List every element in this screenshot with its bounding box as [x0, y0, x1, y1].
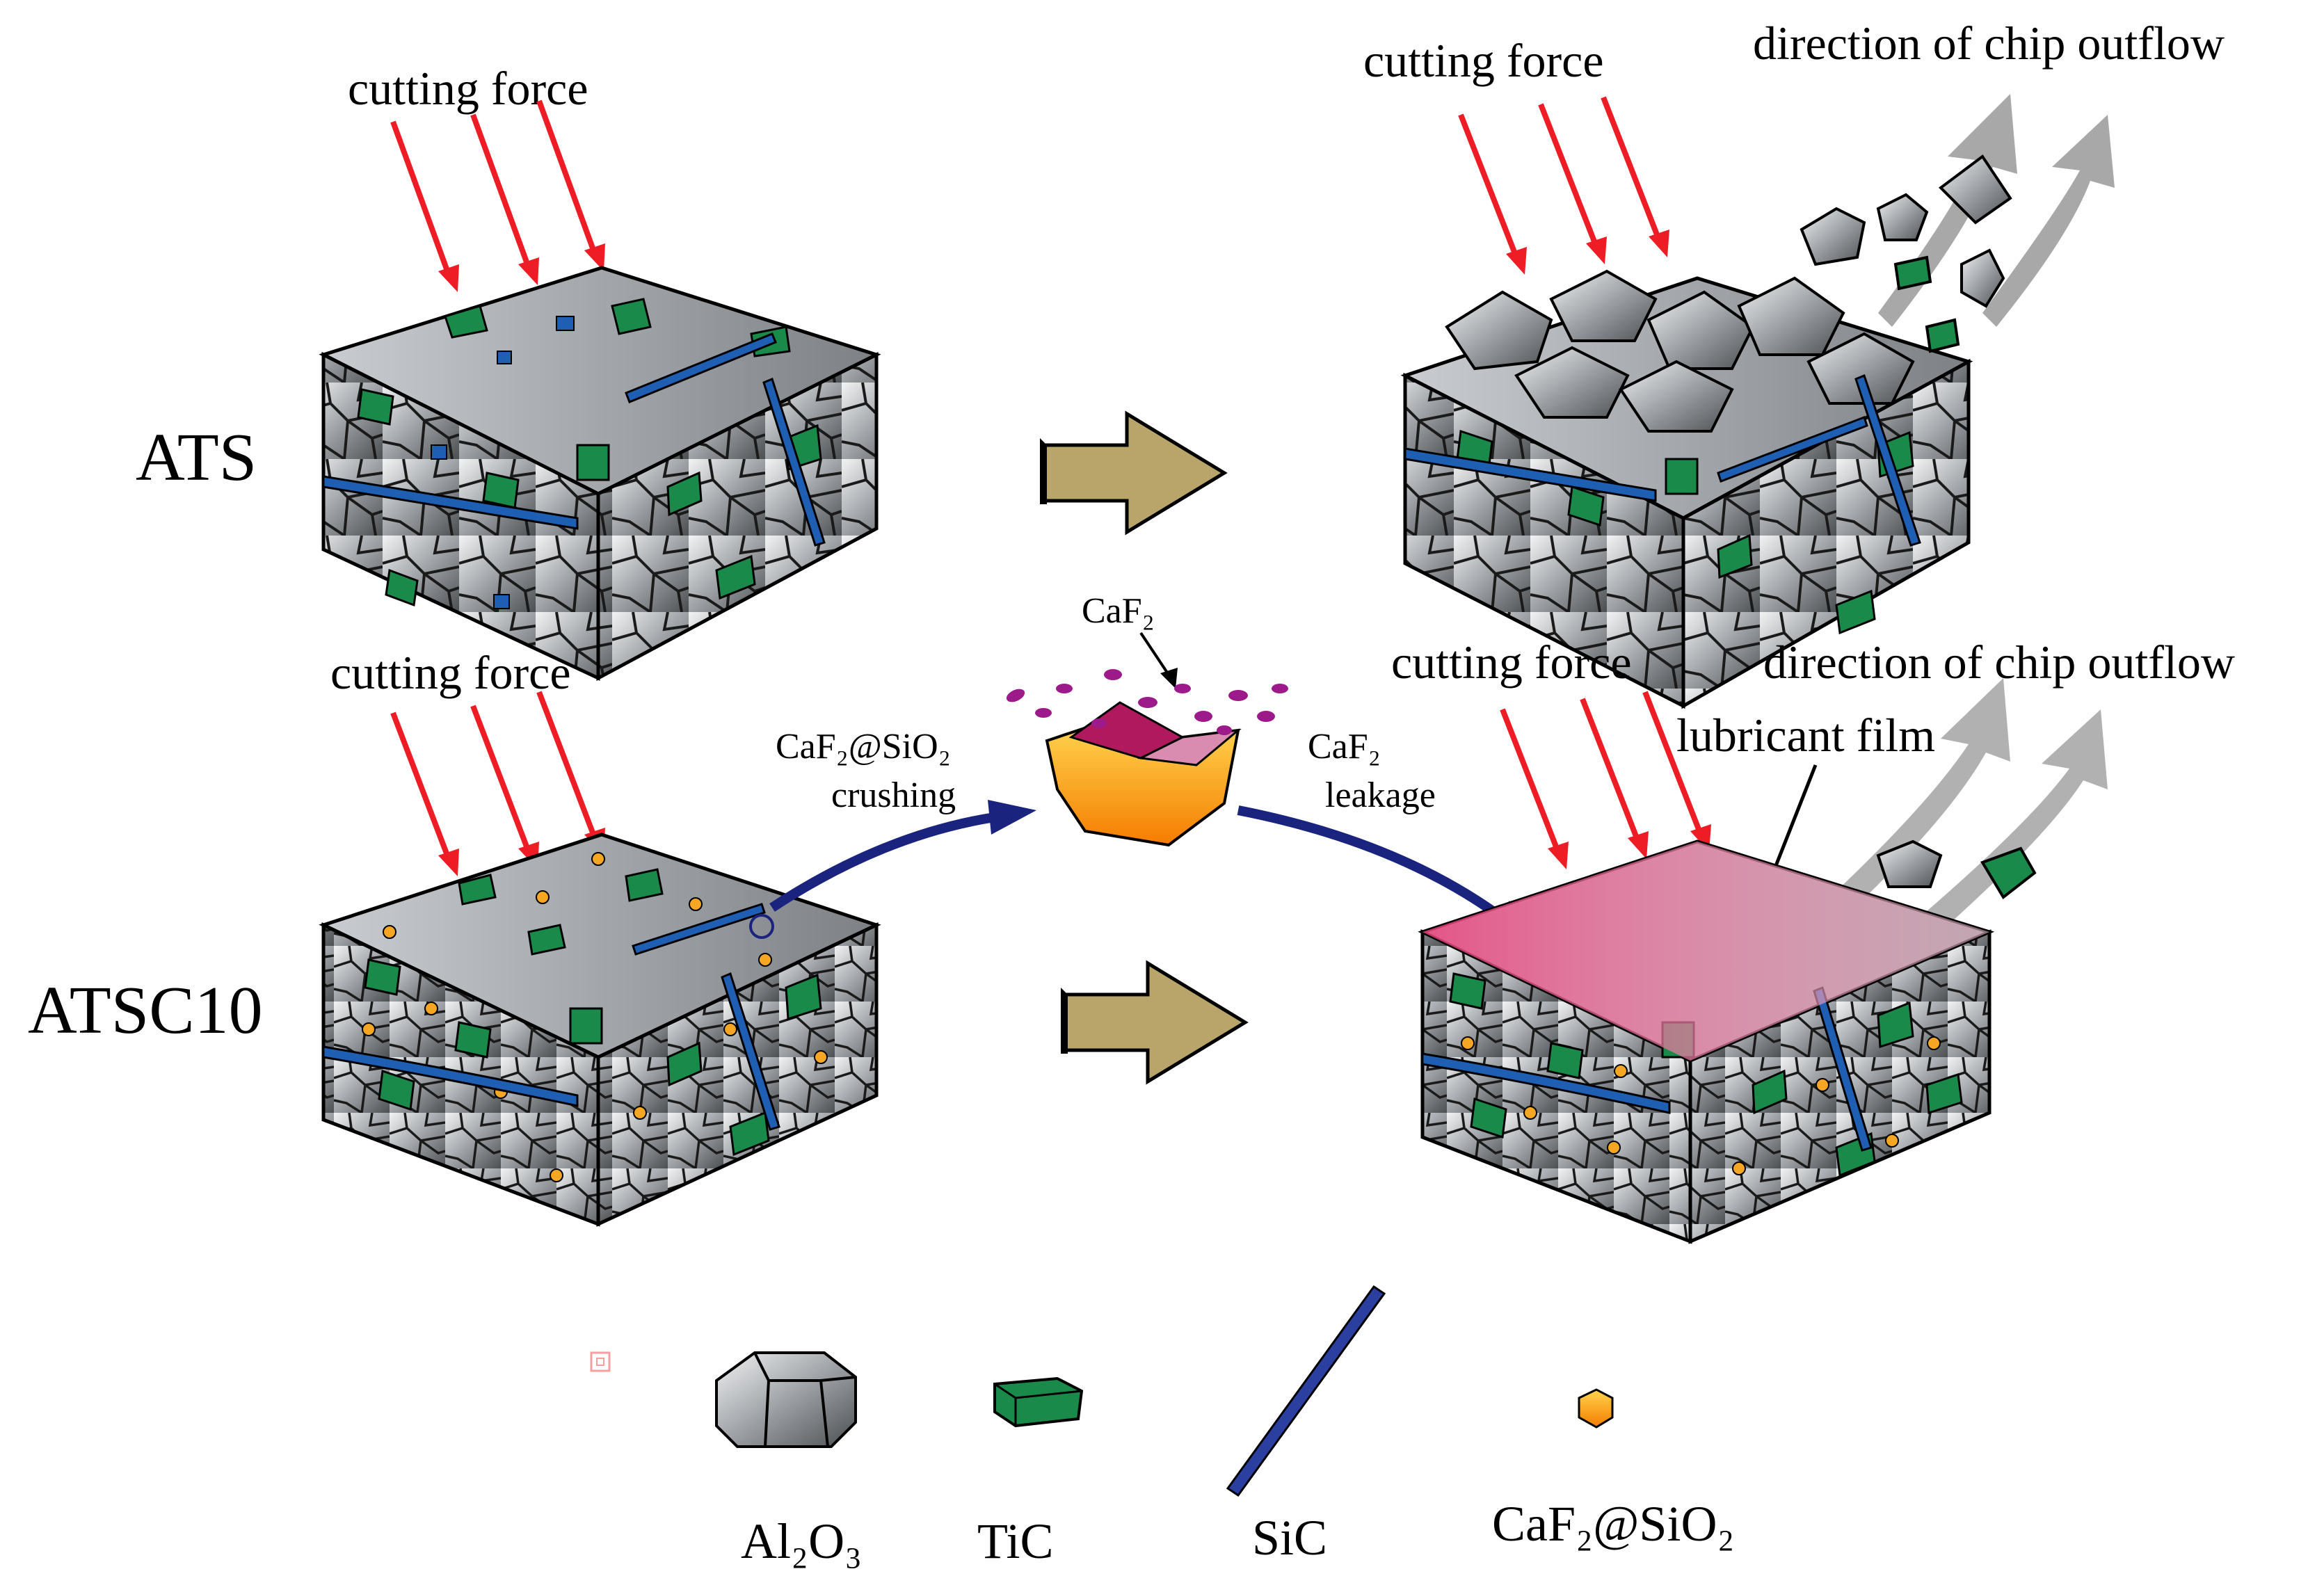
crushing-arrow	[769, 800, 1036, 912]
legend-label-al2o3: Al₂O₃	[741, 1513, 862, 1569]
stray-marker-inner	[596, 1358, 604, 1366]
input-force-label-ats: cutting force	[348, 62, 588, 115]
legend-item-al2o3: Al₂O₃	[715, 1351, 862, 1569]
legend-label-tic: TiC	[977, 1513, 1053, 1569]
crushed-capsule	[1006, 669, 1288, 847]
force-arrows-input-ats	[390, 99, 605, 292]
material-block-atsc10-lubricated	[1418, 839, 1995, 1244]
lubricant-film	[1423, 842, 1989, 1061]
material-block-ats-worn	[1400, 269, 1973, 709]
tic-swatch	[993, 1376, 1084, 1428]
al2o3-swatch	[715, 1351, 857, 1448]
transform-arrow-atsc10	[1061, 960, 1249, 1085]
legend: Al₂O₃ TiC SiC CaF₂@SiO₂	[715, 1285, 1735, 1569]
leakage-label-line2: leakage	[1325, 775, 1436, 815]
legend-label-caf2-sio2: CaF₂@SiO₂	[1492, 1496, 1735, 1552]
caf2-release-label: CaF₂	[1082, 591, 1155, 631]
chip-outflow-label-atsc10: direction of chip outflow	[1763, 636, 2235, 689]
legend-item-caf2-sio2: CaF₂@SiO₂	[1492, 1388, 1735, 1552]
force-arrows-output-atsc10	[1500, 691, 1711, 869]
output-force-label-atsc10: cutting force	[1391, 636, 1632, 689]
legend-item-sic: SiC	[1226, 1285, 1386, 1566]
debris-particles-ats	[1800, 154, 2012, 353]
debris-particles-atsc10	[1876, 839, 2037, 899]
force-arrows-output-ats	[1458, 96, 1669, 275]
output-force-label-ats: cutting force	[1363, 34, 1604, 87]
legend-label-sic: SiC	[1252, 1510, 1327, 1566]
material-block-ats	[319, 266, 881, 682]
crushing-label-line1: CaF₂@SiO₂	[776, 727, 951, 766]
sic-swatch	[1226, 1285, 1386, 1497]
chip-outflow-label-ats: direction of chip outflow	[1753, 17, 2225, 70]
input-force-label-atsc10: cutting force	[330, 646, 571, 699]
material-block-atsc10	[319, 833, 881, 1227]
leakage-label-line1: CaF₂	[1308, 727, 1381, 766]
stray-marker	[590, 1351, 611, 1372]
row-label-ats: ATS	[136, 420, 257, 495]
row-label-atsc10: ATSC10	[28, 973, 263, 1048]
chip-outflow-arrows-atsc10	[1822, 678, 2108, 928]
caf2-pointer-arrow	[1139, 632, 1178, 689]
transform-arrow-ats	[1040, 410, 1228, 536]
crushing-label-line2: crushing	[831, 775, 956, 815]
caf2-sio2-swatch	[1578, 1388, 1614, 1429]
legend-item-tic: TiC	[977, 1376, 1084, 1569]
lubricant-film-label: lubricant film	[1676, 709, 1935, 762]
